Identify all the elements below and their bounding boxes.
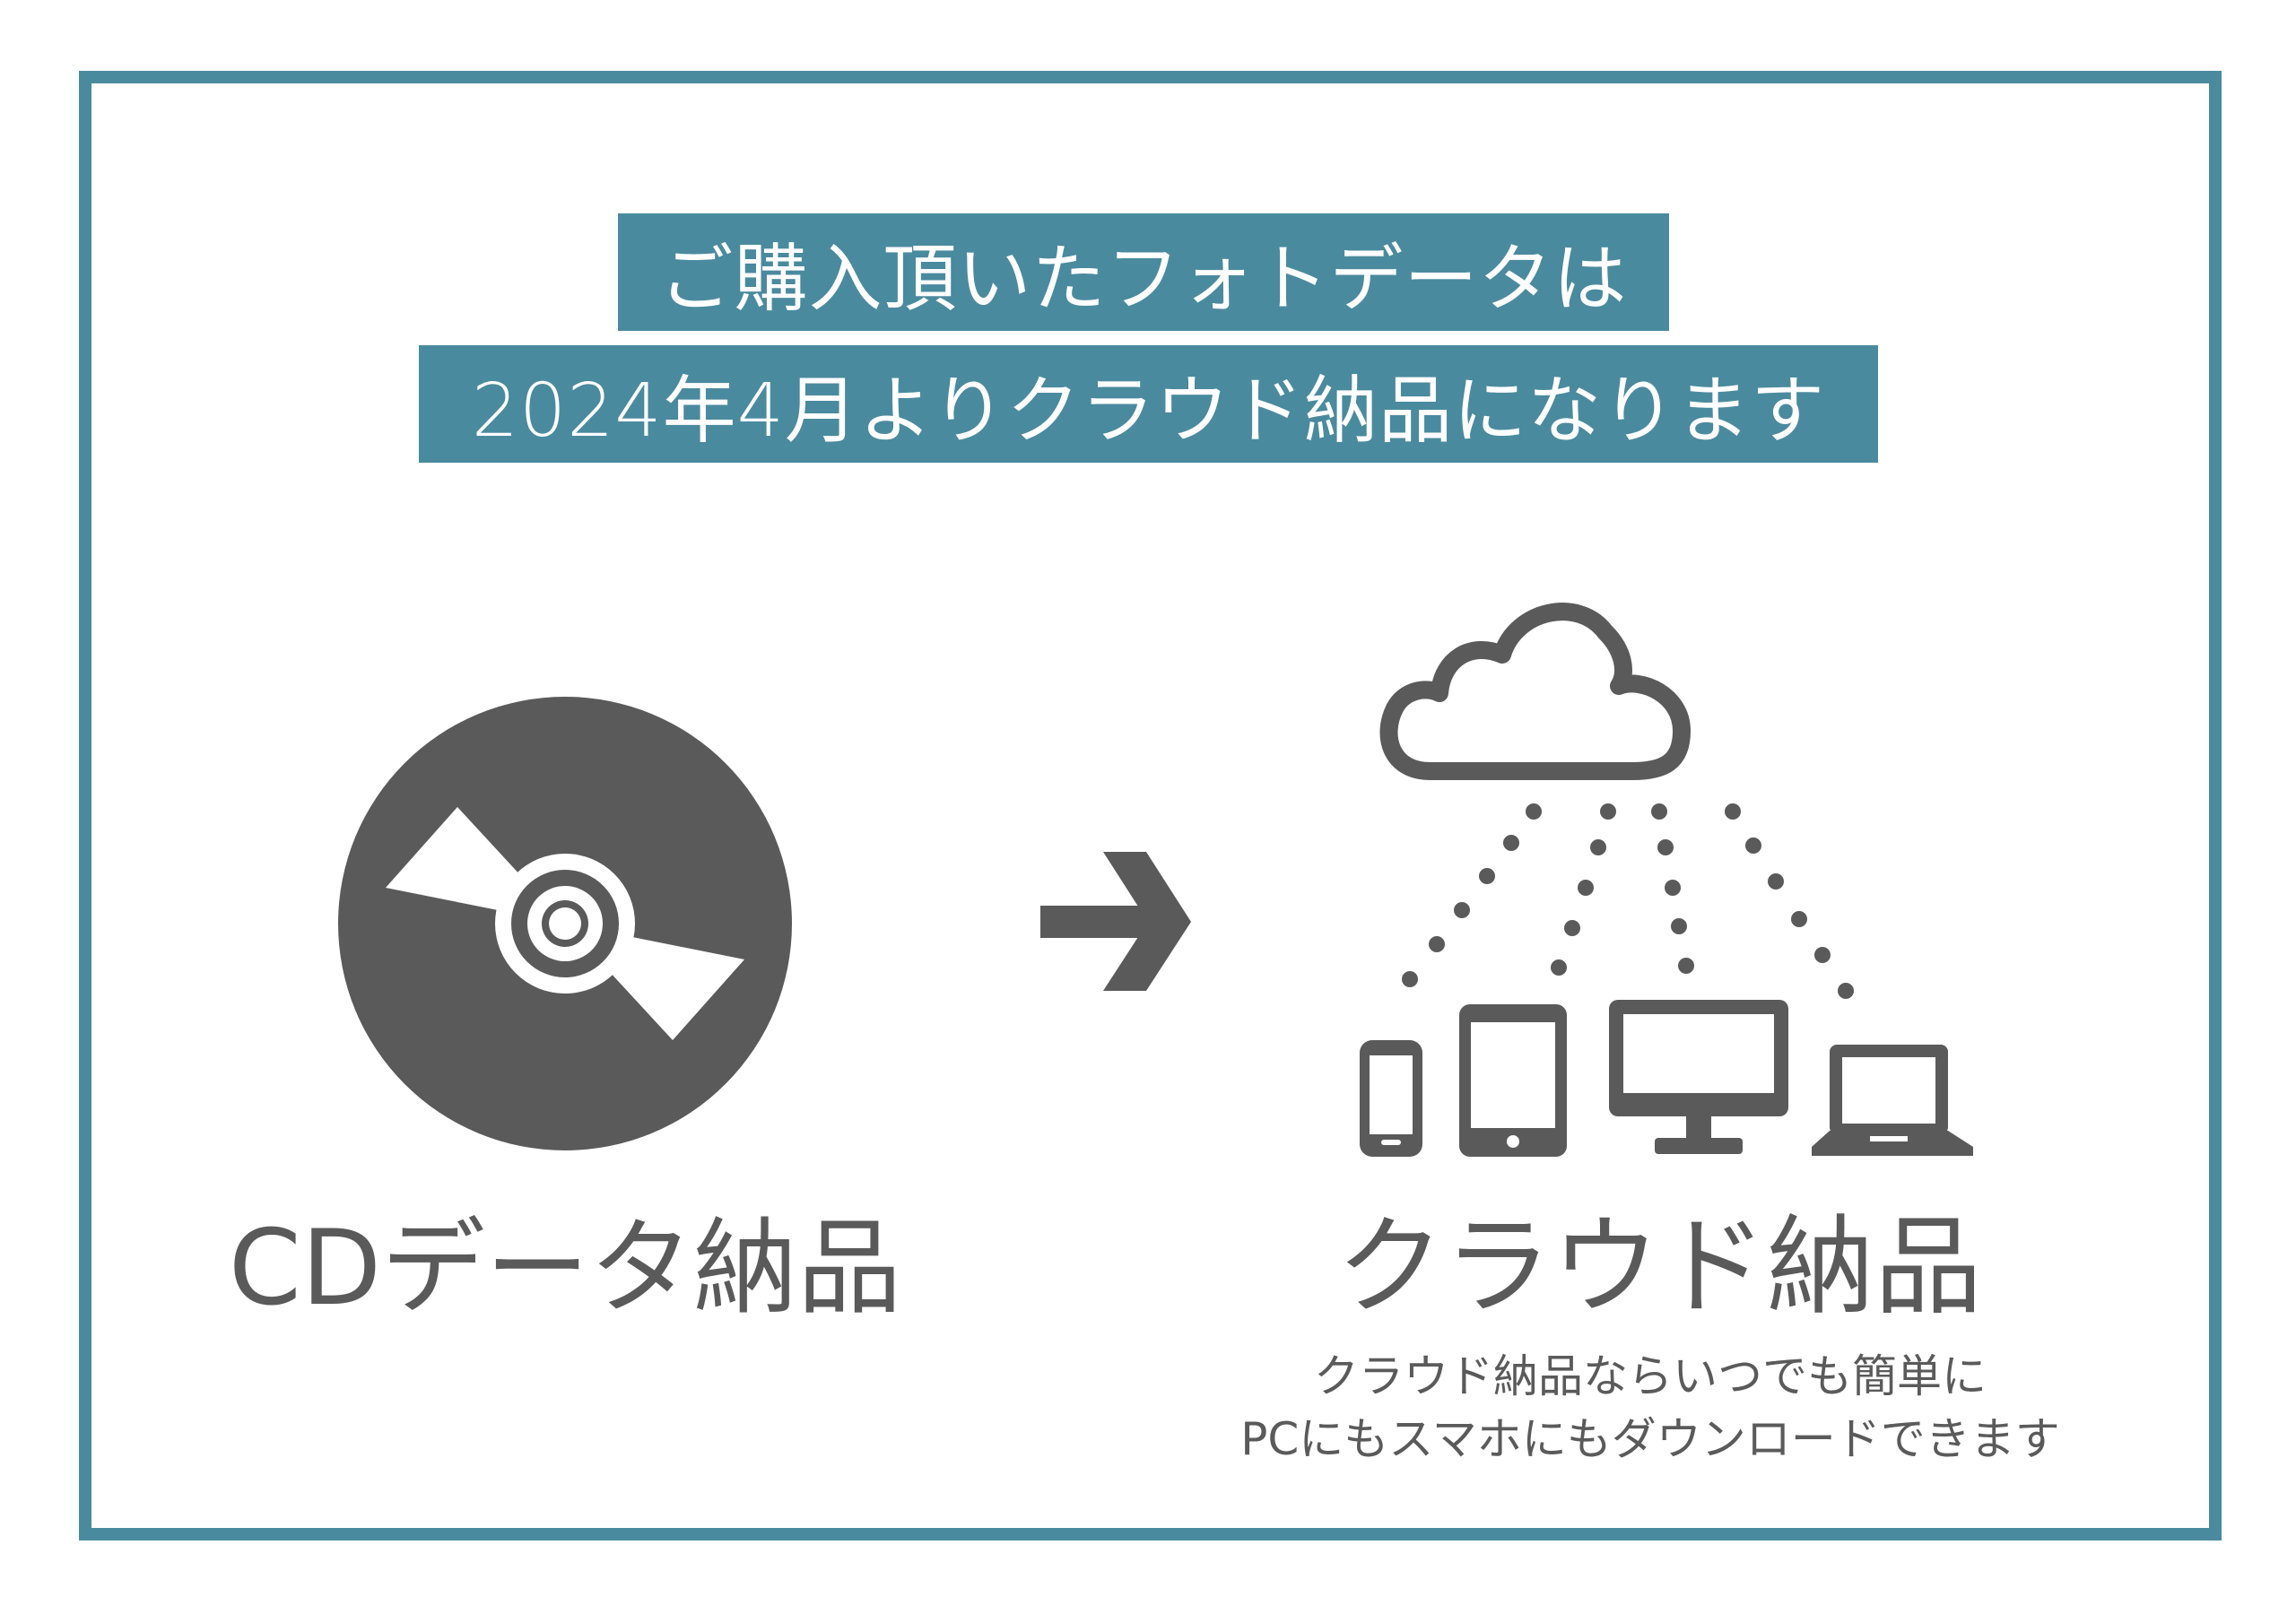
- cd-disc-icon: [338, 697, 792, 1150]
- cd-delivery-label: CDデータ納品: [228, 1208, 902, 1329]
- headline-line-2: 2024年4月よりクラウド納品になります: [419, 345, 1878, 463]
- cloud-description-line-1: クラウド納品ならいつでも簡単に: [1314, 1350, 1987, 1402]
- headline-line-1: ご購入頂いたフォトデータは: [618, 213, 1669, 331]
- cloud-description-line-2: PCにもスマホにもダウンロードできます: [1240, 1413, 2060, 1465]
- cloud-delivery-label: クラウド納品: [1336, 1205, 1982, 1330]
- cloud-devices-icon: [1360, 603, 1973, 1157]
- page-border-frame: [79, 71, 2222, 1541]
- arrow-right-icon: [1040, 852, 1191, 991]
